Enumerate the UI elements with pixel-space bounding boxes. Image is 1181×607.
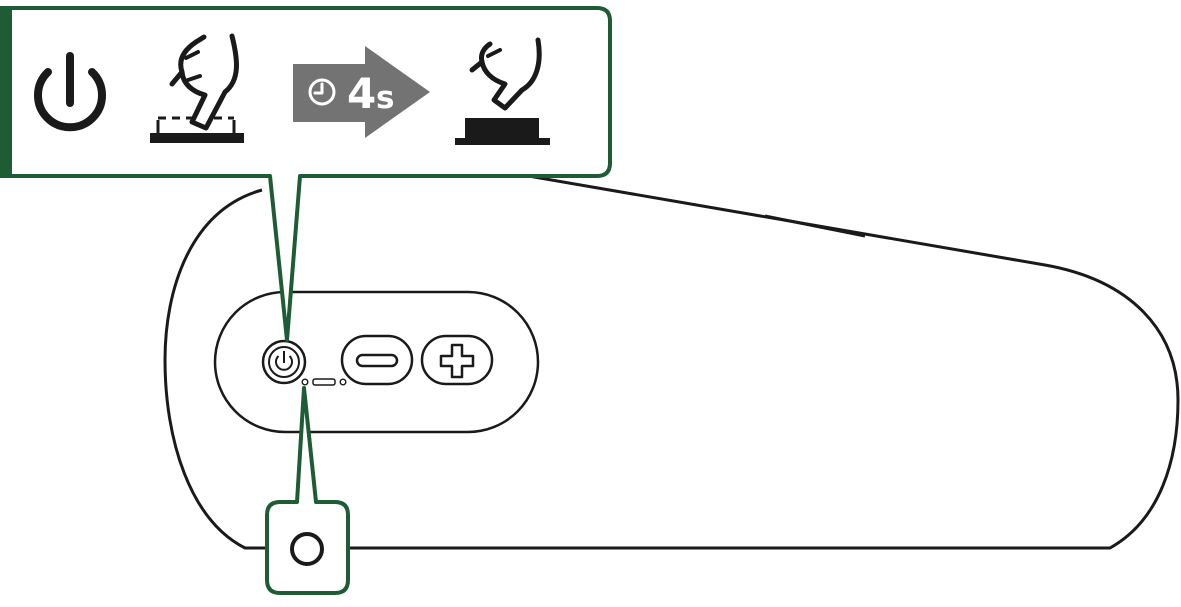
led-indicator-icon <box>290 532 324 566</box>
power-button-icon <box>275 351 293 371</box>
hold-duration: 4 <box>347 69 376 118</box>
minus-icon <box>355 353 399 368</box>
volume-down-button[interactable] <box>340 334 414 386</box>
plus-icon <box>439 343 475 379</box>
status-led <box>301 378 309 386</box>
speaker-top-seam <box>764 214 866 238</box>
mic-hole <box>339 378 347 386</box>
callout-left-edge <box>0 8 12 176</box>
usb-port <box>312 378 336 386</box>
speaker-body <box>163 170 1180 550</box>
volume-up-button[interactable] <box>420 334 494 386</box>
power-button[interactable] <box>261 339 307 385</box>
finger-release-icon <box>455 37 550 145</box>
power-icon <box>34 52 106 132</box>
hold-unit: s <box>376 80 394 116</box>
power-callout-frame <box>0 6 612 342</box>
arrow-right-icon <box>293 46 430 138</box>
led-callout-frame <box>265 386 350 595</box>
finger-press-icon <box>150 33 244 143</box>
clock-icon <box>308 78 336 106</box>
